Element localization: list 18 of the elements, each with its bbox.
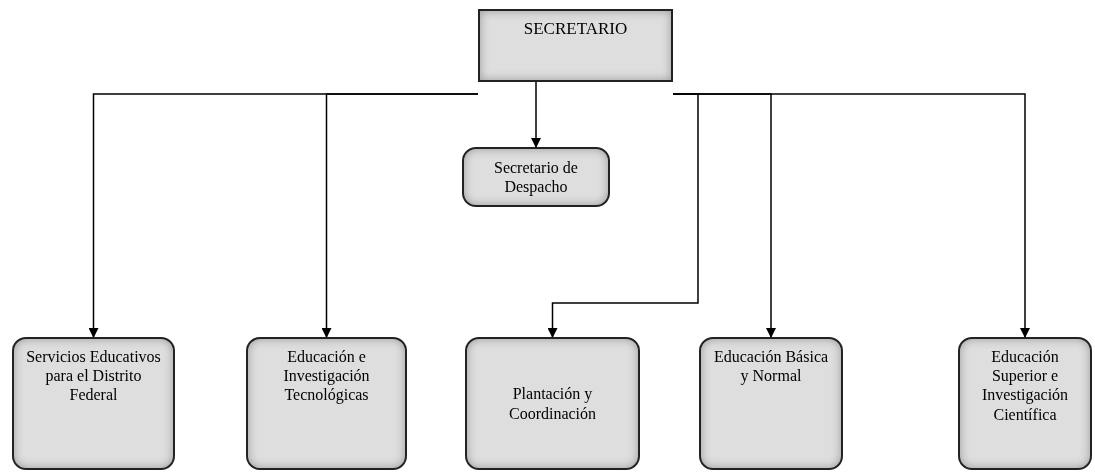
box-label: SECRETARIO — [523, 19, 628, 40]
box-label: Plantación y Coordinación — [507, 384, 598, 423]
box-label: Educación Básica y Normal — [712, 347, 830, 386]
department-box — [958, 337, 1092, 470]
box-label: Educación Superior e Investigación Científica — [980, 347, 1070, 424]
connector-arrow — [547, 93, 699, 338]
connector-arrow — [672, 93, 1030, 338]
department-box — [699, 337, 843, 470]
department-box — [465, 337, 640, 470]
box-label: Educación e Investigación Tecnológicas — [282, 347, 371, 405]
title-box — [478, 9, 673, 82]
department-box — [246, 337, 407, 470]
department-box — [462, 147, 610, 207]
connector-arrow — [321, 93, 479, 338]
department-box — [12, 337, 175, 470]
connector-arrow — [531, 81, 541, 148]
box-label: Servicios Educativos para el Distrito Federal — [25, 347, 162, 405]
box-label: Secretario de Despacho — [493, 157, 579, 197]
